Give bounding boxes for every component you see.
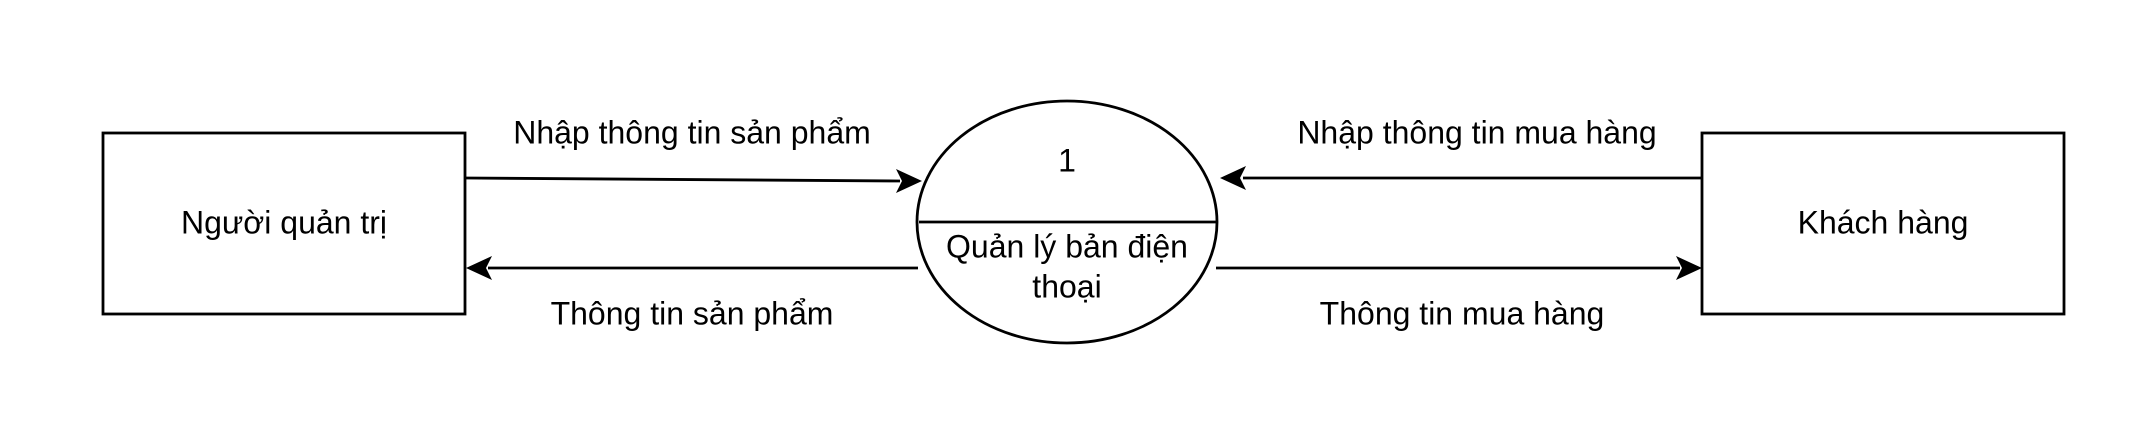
arrowhead-right-icon	[1676, 256, 1702, 280]
flow-process-to-customer[interactable]: Thông tin mua hàng	[1216, 256, 1702, 331]
process-name-line1: Quản lý bản điện	[946, 228, 1188, 264]
arrowhead-left-icon	[1220, 166, 1246, 190]
process-name-line2: thoại	[1032, 268, 1101, 304]
entity-admin[interactable]: Người quản trị	[101, 131, 467, 316]
arrowhead-left-icon	[466, 256, 492, 280]
process-number: 1	[1058, 142, 1076, 178]
flow-process-to-admin[interactable]: Thông tin sản phẩm	[466, 256, 918, 331]
flow-process-to-admin-label: Thông tin sản phẩm	[551, 295, 834, 331]
flow-admin-to-process-label: Nhập thông tin sản phẩm	[513, 114, 871, 150]
entity-customer[interactable]: Khách hàng	[1700, 131, 2066, 316]
entity-customer-box	[1700, 131, 2066, 316]
entity-admin-box	[101, 131, 467, 316]
process-bubble[interactable]: 1 Quản lý bản điện thoại	[915, 99, 1219, 345]
flow-admin-to-process[interactable]: Nhập thông tin sản phẩm	[465, 114, 922, 193]
arrowhead-right-icon	[896, 169, 922, 193]
entity-admin-label: Người quản trị	[181, 204, 387, 240]
flow-admin-to-process-line	[465, 176, 901, 183]
entity-customer-label: Khách hàng	[1798, 204, 1969, 240]
flow-customer-to-process[interactable]: Nhập thông tin mua hàng	[1220, 114, 1702, 190]
flow-process-to-customer-label: Thông tin mua hàng	[1320, 295, 1605, 331]
flow-customer-to-process-label: Nhập thông tin mua hàng	[1297, 114, 1656, 150]
